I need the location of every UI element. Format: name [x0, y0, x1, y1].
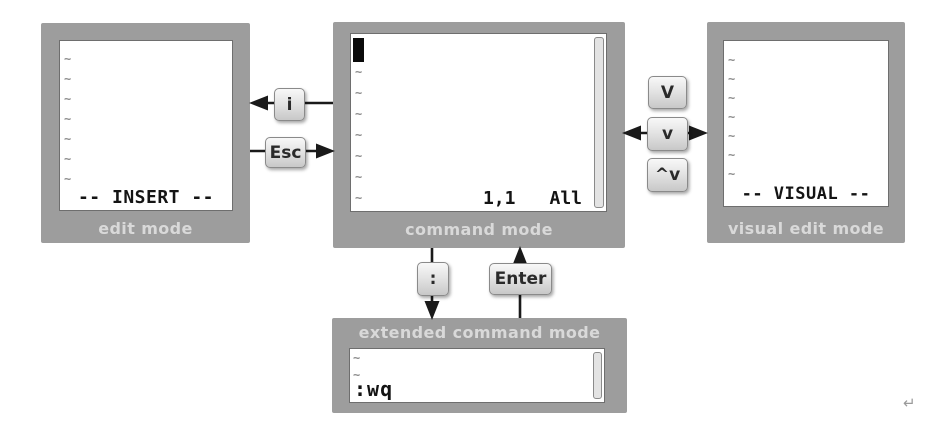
tilde-column: ~ ~ ~ ~ ~ ~ ~	[64, 52, 72, 186]
key-v: v	[647, 117, 688, 151]
scrollbar	[594, 37, 604, 208]
scrollbar	[593, 352, 602, 399]
tilde-column: ~ ~ ~ ~ ~ ~ ~	[728, 53, 736, 181]
visual-status-text: -- VISUAL --	[741, 184, 871, 204]
ex-command-text: :wq	[354, 377, 394, 401]
command-mode-caption: command mode	[405, 220, 553, 239]
key-esc: Esc	[265, 137, 306, 168]
tilde-column: ~ ~	[353, 351, 361, 382]
text-cursor	[353, 38, 364, 62]
key-enter: Enter	[489, 263, 552, 295]
command-mode-screen: ~ ~ ~ ~ ~ ~ ~ 1,1 All	[350, 33, 607, 212]
extended-command-mode-box: extended command mode ~ ~ :wq	[332, 318, 627, 413]
insert-status-text: -- INSERT --	[77, 187, 215, 208]
key-shift-v: V	[648, 76, 687, 109]
ruler-statusline: 1,1 All	[483, 188, 582, 209]
key-i: i	[274, 88, 305, 121]
command-mode-box: ~ ~ ~ ~ ~ ~ ~ 1,1 All command mode	[333, 22, 625, 248]
visual-mode-caption: visual edit mode	[727, 219, 885, 238]
edit-mode-caption: edit mode	[98, 219, 193, 238]
edit-mode-box: ~ ~ ~ ~ ~ ~ ~ -- INSERT -- edit mode	[41, 23, 250, 243]
scroll-position-text: All	[549, 188, 582, 209]
key-ctrl-v: ^v	[647, 158, 688, 192]
visual-mode-box: ~ ~ ~ ~ ~ ~ ~ -- VISUAL -- visual edit m…	[707, 22, 905, 243]
cursor-position-text: 1,1	[482, 188, 516, 209]
edit-mode-screen: ~ ~ ~ ~ ~ ~ ~ -- INSERT --	[59, 40, 233, 211]
tilde-column: ~ ~ ~ ~ ~ ~ ~	[355, 65, 363, 205]
extended-command-screen: ~ ~ :wq	[349, 348, 605, 403]
extended-command-mode-caption: extended command mode	[358, 323, 601, 342]
key-colon: :	[417, 262, 449, 296]
visual-mode-screen: ~ ~ ~ ~ ~ ~ ~ -- VISUAL --	[723, 40, 889, 207]
return-mark-glyph: ↵	[903, 394, 916, 412]
